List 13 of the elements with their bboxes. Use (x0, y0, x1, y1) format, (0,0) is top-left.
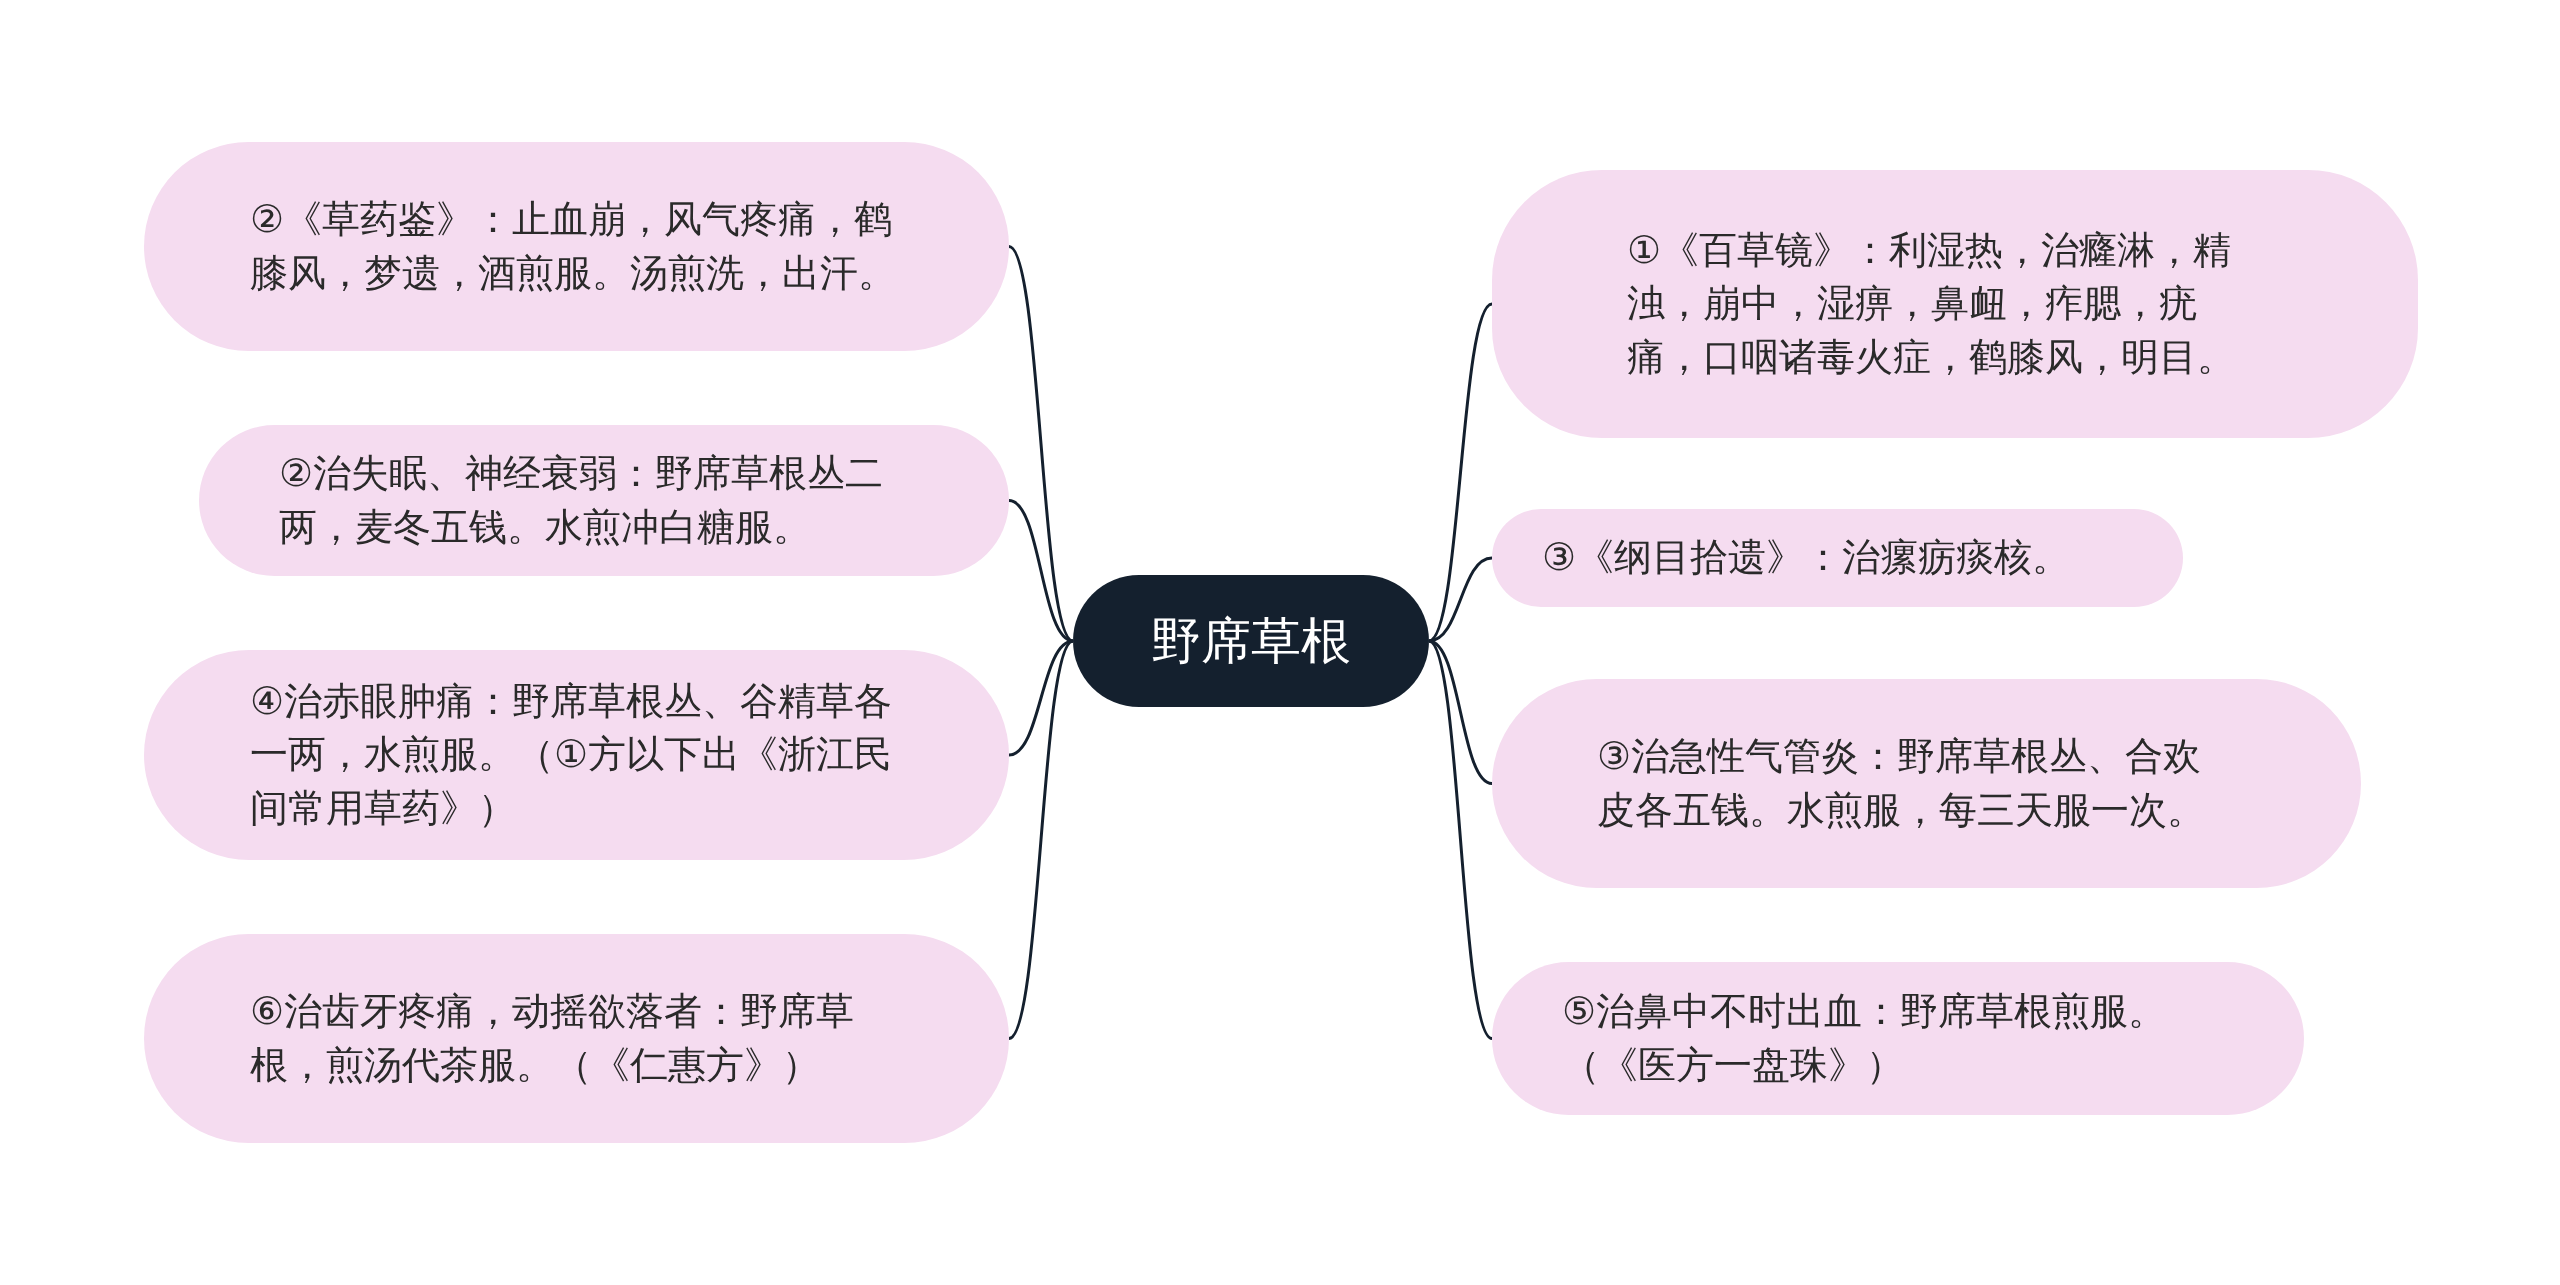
connector-line (1428, 556, 1493, 643)
topic-text: ③《纲目拾遗》：治瘰疬痰核。 (1542, 534, 2071, 582)
connector-line (1008, 499, 1074, 643)
central-topic-text: 野席草根 (1151, 611, 1351, 672)
connector-line (1427, 640, 1494, 1040)
topic-text: ②《草药鉴》：止血崩，风气疼痛，鹤膝风，梦遗，酒煎服。汤煎洗，出汗。 (250, 196, 897, 297)
connector-line (1007, 639, 1075, 1040)
topic-text: ④治赤眼肿痛：野席草根丛、谷精草各一两，水煎服。（①方以下出《浙江民间常用草药》） (250, 678, 894, 832)
topic-text: ⑥治齿牙疼痛，动摇欲落者：野席草根，煎汤代茶服。（《仁惠方》） (250, 988, 856, 1089)
topic-text: ③治急性气管炎：野席草根丛、合欢皮各五钱。水煎服，每三天服一次。 (1597, 733, 2206, 834)
topic-text: ⑤治鼻中不时出血：野席草根煎服。（《医方一盘珠》） (1562, 988, 2168, 1089)
topic-text: ②治失眠、神经衰弱：野席草根丛二两，麦冬五钱。水煎冲白糖服。 (279, 450, 885, 551)
topic-text: ①《百草镜》：利湿热，治癃淋，精浊，崩中，湿痹，鼻衄，痄腮，疣痛，口咽诸毒火症，鹤膝风，明目。 (1627, 227, 2236, 381)
